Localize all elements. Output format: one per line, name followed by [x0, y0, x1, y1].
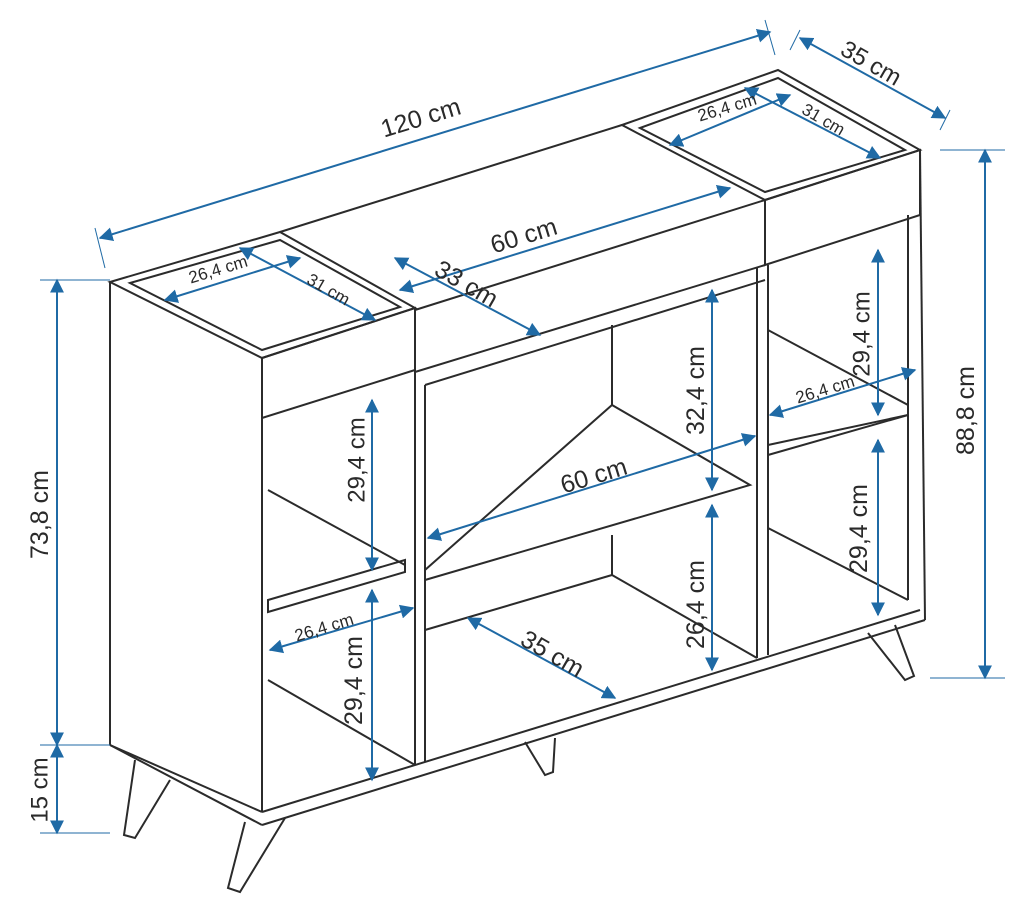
dim-body-height: 73,8 cm	[25, 470, 54, 559]
extension-lines	[40, 19, 1005, 834]
arrow-total-depth	[798, 37, 947, 119]
arrow-top-middle-depth	[393, 257, 542, 336]
dim-left-lower-height: 29,4 cm	[339, 636, 368, 725]
arrow-right-shelf-width	[768, 367, 917, 418]
dim-total-height: 88,8 cm	[951, 366, 980, 455]
arrow-right-box-depth	[743, 87, 882, 159]
arrow-total-width	[98, 29, 772, 241]
cabinet-legs	[122, 624, 916, 894]
dim-left-upper-height: 29,4 cm	[343, 417, 371, 503]
dim-right-upper-height: 29,4 cm	[848, 291, 876, 377]
arrow-left-shelf-width	[268, 604, 415, 654]
arrow-bottom-middle-depth	[466, 617, 617, 699]
cabinet-outline	[107, 68, 926, 826]
dim-middle-upper-height: 32,4 cm	[681, 346, 710, 435]
dim-middle-lower-height: 26,4 cm	[681, 560, 710, 649]
dim-right-lower-height: 29,4 cm	[844, 484, 873, 573]
dim-leg-height: 15 cm	[26, 757, 54, 823]
arrow-left-box-depth	[238, 247, 377, 321]
arrow-middle-shelf-width	[426, 433, 757, 541]
